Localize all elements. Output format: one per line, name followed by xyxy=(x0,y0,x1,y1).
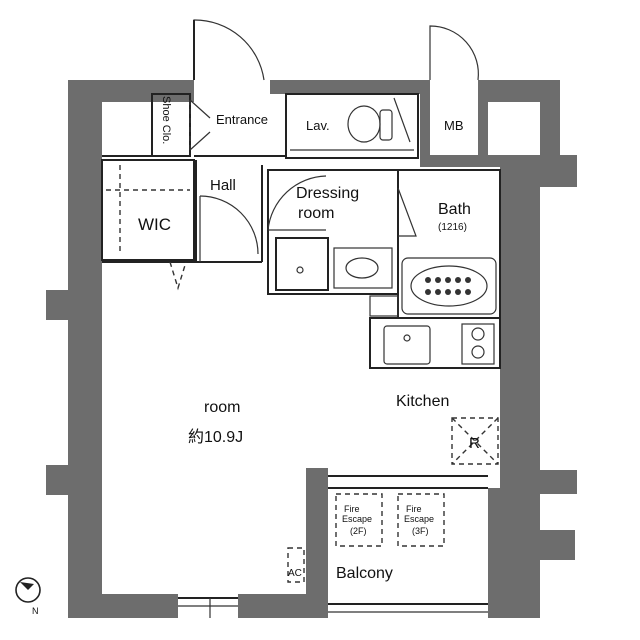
exterior-walls xyxy=(46,80,577,618)
fixtures xyxy=(296,105,488,307)
refrigerator-label: R xyxy=(469,435,480,452)
kitchen-label: Kitchen xyxy=(396,393,449,410)
hall-label: Hall xyxy=(210,177,236,194)
fire-escape-2f-line2: Escape xyxy=(342,514,372,524)
bathtub-icon xyxy=(410,265,488,307)
toilet-icon xyxy=(347,105,393,143)
entrance-label: Entrance xyxy=(216,112,268,127)
fire-escape-2f: Fire Escape (2F) xyxy=(342,504,372,536)
room-area-label: 約10.9J xyxy=(188,428,243,446)
shower-icon xyxy=(296,266,304,274)
fire-escape-3f: Fire Escape (3F) xyxy=(404,504,434,536)
fire-escape-3f-line3: (3F) xyxy=(412,526,429,536)
bath-size-label: (1216) xyxy=(438,222,467,233)
fire-escape-2f-line3: (2F) xyxy=(350,526,367,536)
lav-label: Lav. xyxy=(306,118,330,133)
room-label: room xyxy=(204,399,240,416)
compass-icon: N xyxy=(15,577,41,616)
shoe-closet-label: Shoe Clo. xyxy=(160,96,172,144)
compass-north-label: N xyxy=(32,606,39,616)
wic-label: WIC xyxy=(138,215,171,234)
fire-escape-2f-line1: Fire xyxy=(344,504,360,514)
dressing-room-label-line2: room xyxy=(298,205,334,222)
doors xyxy=(169,19,479,291)
fire-escape-3f-line1: Fire xyxy=(406,504,422,514)
interior-walls xyxy=(101,93,501,618)
dressing-room-label-line1: Dressing xyxy=(296,185,359,202)
balcony-label: Balcony xyxy=(336,565,393,582)
fire-escape-3f-line2: Escape xyxy=(404,514,434,524)
mb-label: MB xyxy=(444,118,464,133)
ac-label: AC xyxy=(288,568,302,579)
room-labels: Shoe Clo. Entrance Lav. MB Hall Dressing… xyxy=(138,96,480,582)
bath-label: Bath xyxy=(438,201,471,218)
